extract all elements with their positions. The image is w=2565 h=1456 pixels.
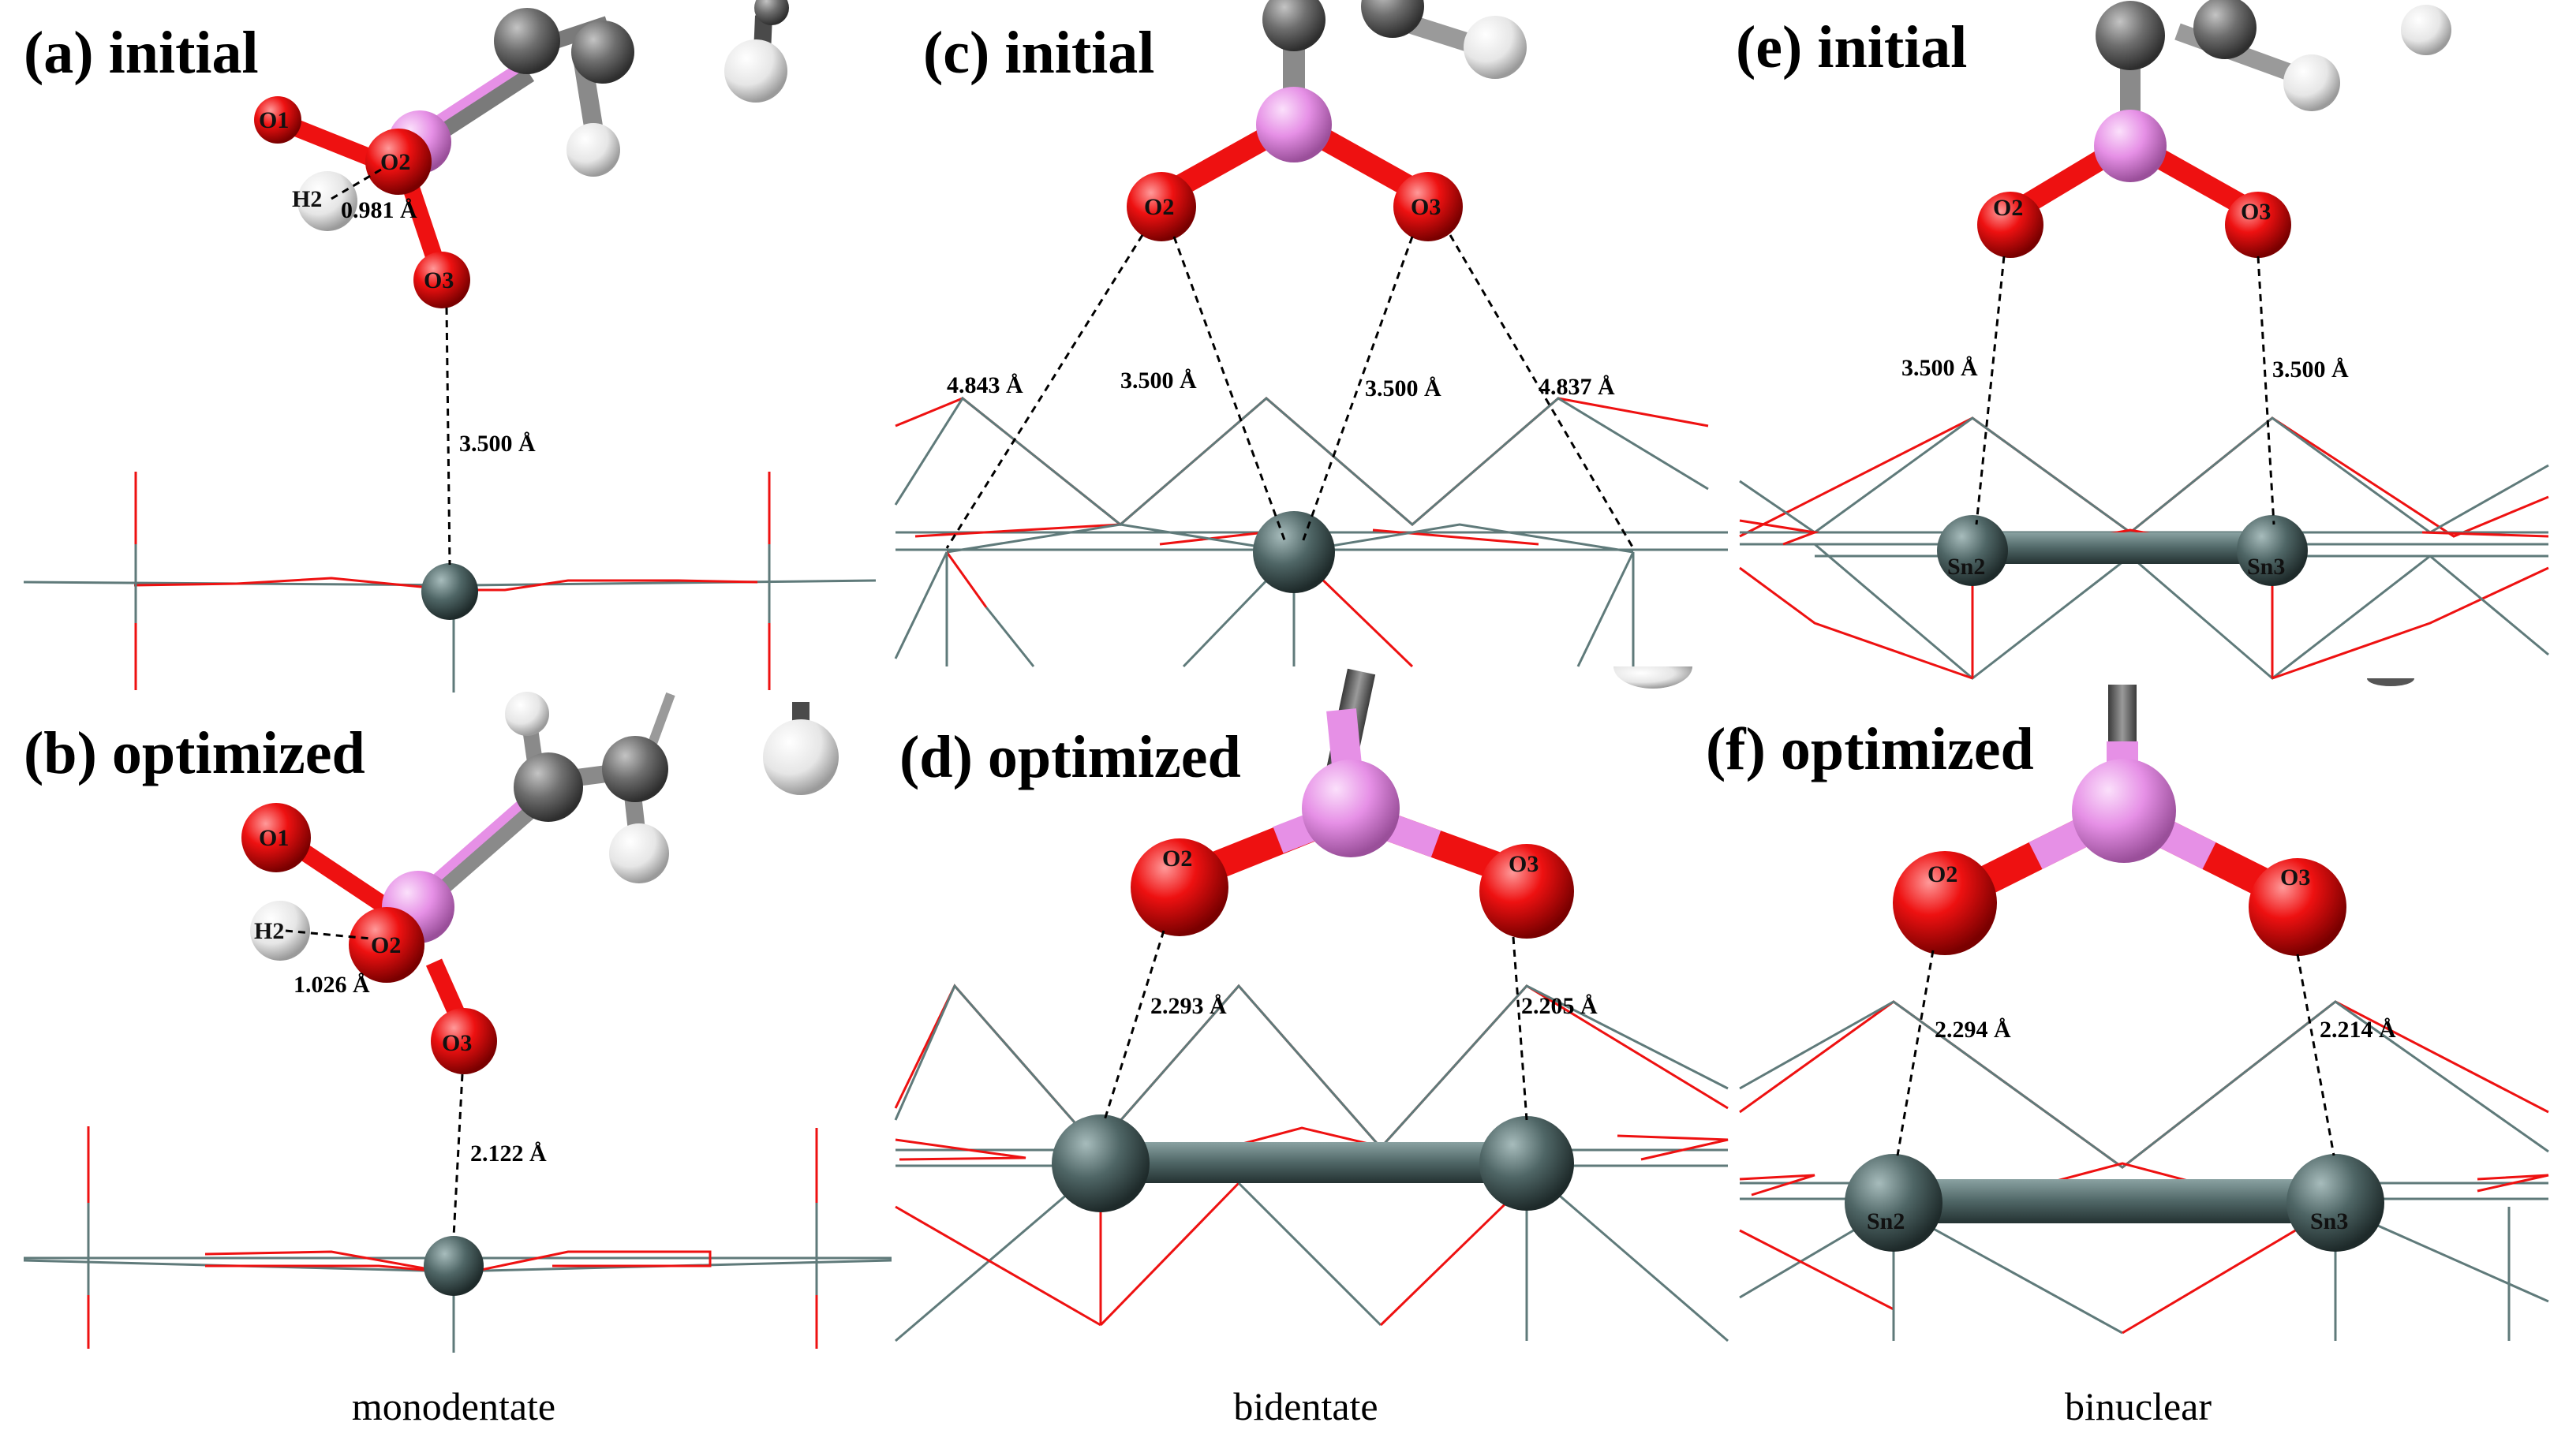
panel-e-o2-label: O2 bbox=[1993, 195, 2023, 221]
panel-f-sn3-atom bbox=[2286, 1154, 2384, 1252]
panel-f-o2-label: O2 bbox=[1927, 861, 1957, 887]
panel-a-title: (a) initial bbox=[24, 20, 259, 86]
panel-e-sn2-label: Sn2 bbox=[1947, 554, 1985, 580]
panel-a: (a) initial bbox=[23, 0, 877, 693]
panel-c-title: (c) initial bbox=[923, 20, 1154, 86]
panel-b-sn-atom bbox=[424, 1236, 484, 1296]
panel-e-dist-2: 3.500 Å bbox=[2272, 357, 2349, 383]
caption-bidentate: bidentate bbox=[1233, 1384, 1378, 1428]
panel-f-title: (f) optimized bbox=[1706, 716, 2034, 782]
panel-b-title: (b) optimized bbox=[24, 720, 365, 786]
panel-f-sn3-label: Sn3 bbox=[2310, 1208, 2348, 1234]
panel-b-dist-sn: 2.122 Å bbox=[470, 1141, 547, 1167]
panel-f-dist-2: 2.214 Å bbox=[2320, 1017, 2396, 1043]
panel-c-dist-1: 4.843 Å bbox=[947, 372, 1023, 398]
panel-d-dist-1: 2.293 Å bbox=[1150, 993, 1227, 1019]
panel-e-title: (e) initial bbox=[1736, 14, 1967, 80]
panel-a-o1-label: O1 bbox=[259, 107, 289, 133]
panel-e-o3-label: O3 bbox=[2241, 199, 2271, 225]
panel-b-h2-label: H2 bbox=[254, 918, 284, 944]
panel-c-dist-4: 4.837 Å bbox=[1539, 374, 1615, 400]
panel-c: (c) initial bbox=[894, 0, 1728, 689]
panel-c-dist-2: 3.500 Å bbox=[1120, 368, 1197, 394]
panel-a-dist-oh: 0.981 Å bbox=[341, 197, 417, 223]
panel-a-o3-label: O3 bbox=[424, 267, 454, 293]
panel-d-sn-atom-right bbox=[1479, 1116, 1574, 1211]
panel-c-dist-3: 3.500 Å bbox=[1365, 375, 1441, 401]
panel-a-o2-label: O2 bbox=[380, 149, 410, 175]
panel-f-o3-label: O3 bbox=[2280, 864, 2310, 890]
panel-d-dist-2: 2.205 Å bbox=[1521, 993, 1598, 1019]
panel-c-sn-atom bbox=[1253, 511, 1335, 593]
panel-d-o3-label: O3 bbox=[1509, 851, 1539, 877]
panel-d-title: (d) optimized bbox=[899, 724, 1241, 790]
caption-monodentate: monodentate bbox=[352, 1384, 555, 1428]
panel-a-sn-atom bbox=[421, 563, 478, 620]
panel-f-sn2-atom bbox=[1845, 1154, 1942, 1252]
panel-d: (d) optimized O2 bbox=[894, 668, 1729, 1342]
panel-d-o2-label: O2 bbox=[1162, 846, 1192, 872]
panel-a-h2-label: H2 bbox=[292, 186, 322, 212]
panel-e-dist-1: 3.500 Å bbox=[1901, 355, 1978, 381]
panel-a-dist-sn: 3.500 Å bbox=[459, 431, 536, 457]
panel-c-o3-label: O3 bbox=[1411, 194, 1441, 220]
panel-a-surface bbox=[23, 472, 877, 693]
panel-f: (f) optimized O2 bbox=[1706, 685, 2549, 1341]
panel-e-sn3-label: Sn3 bbox=[2247, 554, 2285, 580]
caption-binuclear: binuclear bbox=[2065, 1384, 2212, 1428]
panel-f-dist-1: 2.294 Å bbox=[1935, 1017, 2011, 1043]
panel-b-dist-oh: 1.026 Å bbox=[294, 972, 370, 998]
panel-b-o1-label: O1 bbox=[259, 825, 289, 851]
panel-c-o2-label: O2 bbox=[1144, 194, 1174, 220]
panel-b-o3-label: O3 bbox=[442, 1030, 472, 1056]
panel-e-sn2-atom bbox=[1937, 515, 2008, 586]
panel-b: (b) optimized bbox=[23, 692, 892, 1353]
panel-e: (e) initial O bbox=[1736, 0, 2549, 686]
panel-b-o2-label: O2 bbox=[371, 932, 401, 958]
panel-e-sn3-atom bbox=[2237, 515, 2308, 586]
panel-d-sn-atom-left bbox=[1052, 1114, 1150, 1212]
panel-f-sn2-label: Sn2 bbox=[1867, 1208, 1905, 1234]
